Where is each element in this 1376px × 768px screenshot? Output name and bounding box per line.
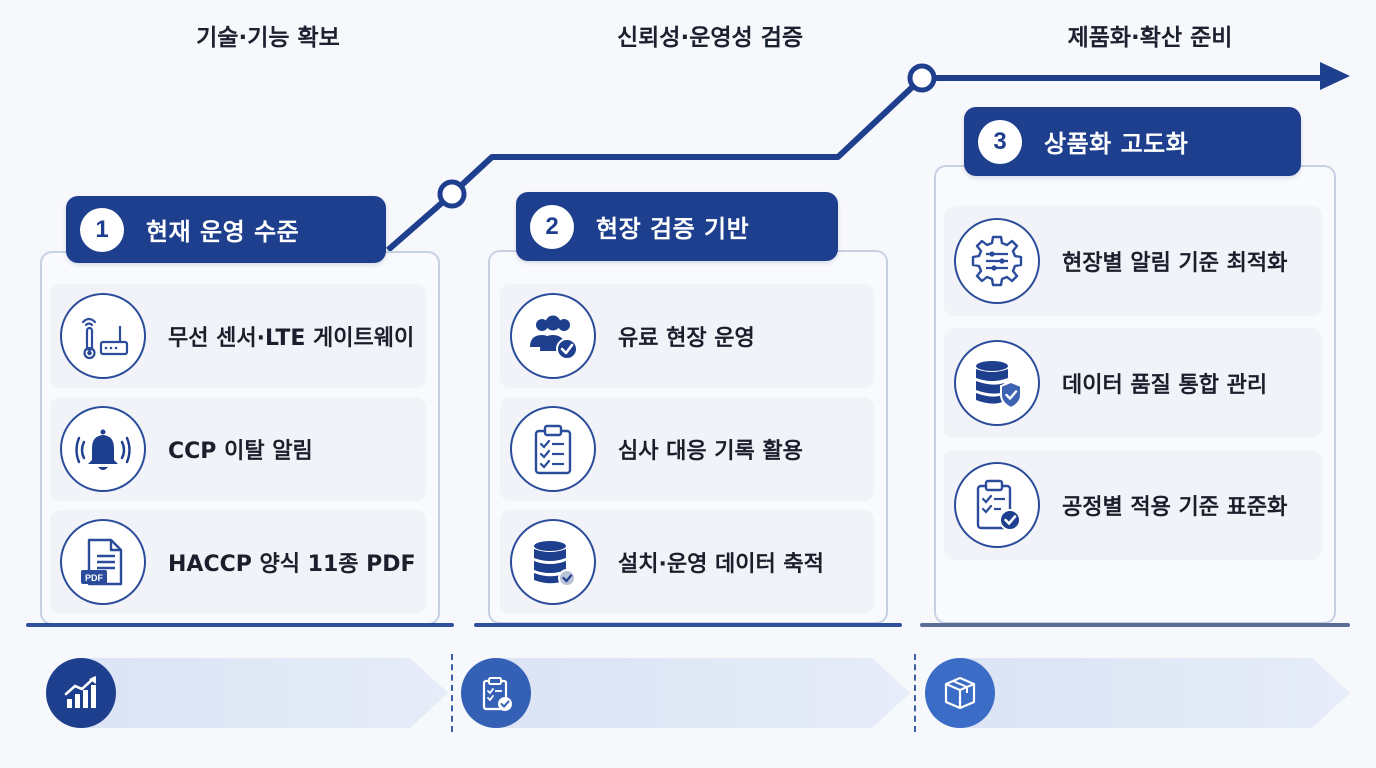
banner-label-2: 신뢰성·운영성 검증 bbox=[616, 25, 804, 51]
stage-header-2: 2 현장 검증 기반 bbox=[516, 192, 838, 261]
stage-number-1: 1 bbox=[80, 207, 124, 252]
growth-chart-icon bbox=[46, 658, 116, 728]
milestone-dot-2 bbox=[907, 63, 937, 93]
stage-3-item-3: 공정별 적용 기준 표준화 bbox=[944, 450, 1322, 560]
banner-2 bbox=[498, 658, 910, 728]
bell-alert-icon bbox=[60, 406, 146, 492]
clipboard-checklist-icon bbox=[510, 406, 596, 492]
item-label: 현장별 알림 기준 최적화 bbox=[1062, 251, 1288, 276]
stage-number-2: 2 bbox=[530, 204, 574, 249]
stage-3-item-2: 데이터 품질 통합 관리 bbox=[944, 328, 1322, 438]
progress-arrowhead bbox=[1320, 62, 1350, 90]
banner-label-1: 기술·기능 확보 bbox=[196, 25, 340, 51]
banner-label-3: 제품화·확산 준비 bbox=[1067, 25, 1233, 51]
stage-1-item-3: PDF HACCP 양식 11종 PDF bbox=[50, 510, 426, 614]
item-label: 무선 센서·LTE 게이트웨이 bbox=[168, 326, 415, 351]
item-label: 공정별 적용 기준 표준화 bbox=[1062, 495, 1288, 520]
banner-3 bbox=[960, 658, 1350, 728]
pdf-icon-text: PDF bbox=[85, 573, 104, 583]
stage-3-item-1: 현장별 알림 기준 최적화 bbox=[944, 206, 1322, 316]
stage-title-3: 상품화 고도화 bbox=[1044, 130, 1189, 158]
gear-sliders-icon bbox=[954, 218, 1040, 304]
clipboard-check-icon bbox=[461, 658, 531, 728]
stage-header-3: 3 상품화 고도화 bbox=[964, 107, 1301, 176]
stage-2-baseline bbox=[474, 623, 902, 627]
item-label: 데이터 품질 통합 관리 bbox=[1062, 373, 1268, 398]
stage-2-item-1: 유료 현장 운영 bbox=[500, 284, 874, 388]
milestone-dot-1 bbox=[437, 179, 467, 209]
stage-title-1: 현재 운영 수준 bbox=[146, 218, 300, 246]
item-label: 심사 대응 기록 활용 bbox=[618, 439, 803, 464]
package-box-icon bbox=[925, 658, 995, 728]
stage-title-2: 현장 검증 기반 bbox=[596, 215, 750, 243]
item-label: HACCP 양식 11종 PDF bbox=[168, 552, 416, 577]
banner-1 bbox=[78, 658, 448, 728]
stage-1-item-2: CCP 이탈 알림 bbox=[50, 397, 426, 501]
sensor-gateway-icon bbox=[60, 293, 146, 379]
stage-2-item-2: 심사 대응 기록 활용 bbox=[500, 397, 874, 501]
item-label: 유료 현장 운영 bbox=[618, 326, 755, 351]
stage-header-1: 1 현재 운영 수준 bbox=[66, 196, 386, 263]
stage-1-baseline bbox=[26, 623, 454, 627]
stage-2-item-3: 설치·운영 데이터 축적 bbox=[500, 510, 874, 614]
database-check-icon bbox=[510, 519, 596, 605]
item-label: 설치·운영 데이터 축적 bbox=[618, 552, 824, 577]
clipboard-check-icon bbox=[954, 462, 1040, 548]
users-check-icon bbox=[510, 293, 596, 379]
stage-1-item-1: 무선 센서·LTE 게이트웨이 bbox=[50, 284, 426, 388]
stage-3-baseline bbox=[920, 623, 1350, 627]
database-shield-icon bbox=[954, 340, 1040, 426]
stage-number-3: 3 bbox=[978, 119, 1022, 164]
banner-divider-2 bbox=[914, 654, 916, 732]
banner-divider-1 bbox=[451, 654, 453, 732]
item-label: CCP 이탈 알림 bbox=[168, 439, 313, 464]
pdf-document-icon: PDF bbox=[60, 519, 146, 605]
